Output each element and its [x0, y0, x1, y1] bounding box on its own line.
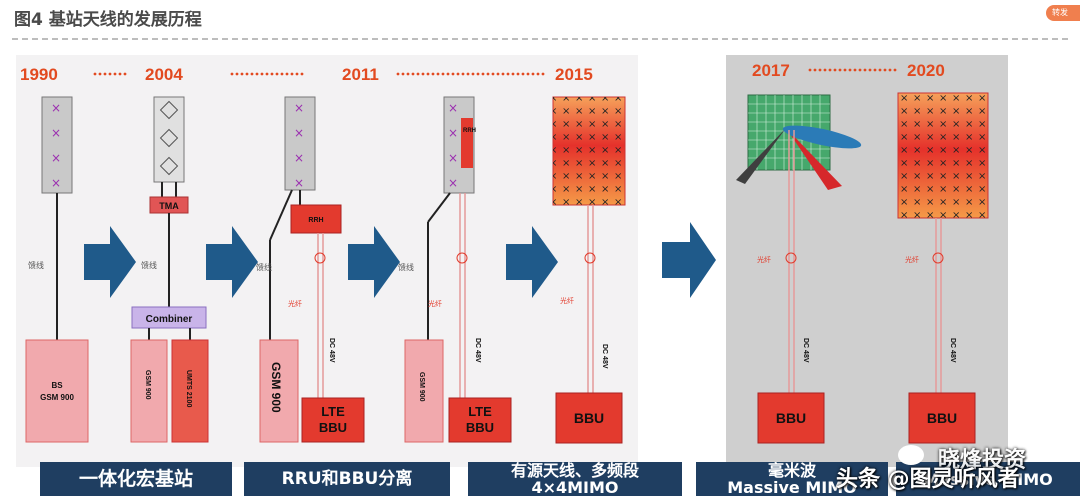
- year-1990: 1990: [20, 65, 58, 84]
- year-2004: 2004: [145, 65, 183, 84]
- lte-label-2: BBU: [319, 420, 347, 435]
- antenna-elements: × × × ×: [51, 101, 61, 190]
- banner-integrated-macro: 一体化宏基站: [40, 462, 232, 496]
- feeder-label-2004: 馈线: [141, 260, 157, 270]
- wechat-icon: [898, 445, 924, 465]
- svg-text:×: ×: [51, 176, 61, 190]
- lte-label-1: LTE: [321, 404, 345, 419]
- fiber-label-2020: 光纤: [905, 255, 919, 264]
- bs-box: [25, 339, 89, 443]
- svg-text:LTE: LTE: [468, 404, 492, 419]
- gsm900-box: [130, 339, 168, 443]
- bbu-label-2020: BBU: [927, 410, 957, 426]
- svg-text:×: ×: [448, 101, 458, 115]
- stage-2011: × × × × 馈线 RRH 光纤 DC 48V GSM 900 LTE BBU: [256, 96, 365, 443]
- antenna-1990: [41, 96, 73, 194]
- dual-pol-elements: [159, 100, 179, 176]
- arrow-icon: [206, 226, 258, 298]
- stage-2004: TMA 馈线 Combiner GSM 900 UMTS 2100: [130, 96, 209, 443]
- tma-label: TMA: [159, 201, 179, 211]
- year-dots: [93, 68, 897, 76]
- beam-3: [782, 125, 862, 149]
- svg-text:×: ×: [294, 126, 304, 140]
- fiber-label-2015: 光纤: [560, 296, 574, 305]
- stage-2015: 光纤 DC 48V BBU: [552, 96, 626, 444]
- svg-text:×: ×: [51, 151, 61, 165]
- umts2100-box: [171, 339, 209, 443]
- beam-1: [736, 128, 786, 184]
- year-2020: 2020: [907, 61, 945, 80]
- arrow-icon: [506, 226, 558, 298]
- bbu-box-2020: [908, 392, 976, 444]
- umts2100-label: UMTS 2100: [185, 370, 192, 407]
- watermark: 晓烽投资 头条 @图灵听风者: [806, 443, 1080, 498]
- stage-2020: 光纤 DC 48V BBU: [897, 92, 989, 444]
- svg-text:×: ×: [294, 176, 304, 190]
- banner-mmwave: 毫米波 Massive MIMO: [696, 462, 888, 496]
- dc-label-2011: DC 48V: [328, 338, 335, 363]
- dc-label-2011b: DC 48V: [474, 338, 481, 363]
- fiber-label-2011b: 光纤: [428, 299, 442, 308]
- combiner-label: Combiner: [146, 314, 193, 325]
- year-2011: 2011: [342, 65, 379, 84]
- fiber-label-2017: 光纤: [757, 255, 771, 264]
- gsm900-label-2011b: GSM 900: [418, 372, 425, 402]
- svg-text:×: ×: [448, 126, 458, 140]
- antenna-2004: [153, 96, 185, 183]
- banner-rru-bbu-split: RRU和BBU分离: [244, 462, 450, 496]
- divider: [12, 38, 1068, 40]
- watermark-brand: 晓烽投资: [938, 448, 1027, 473]
- svg-text:BBU: BBU: [466, 420, 494, 435]
- lte-bbu-box-2011b: [448, 397, 512, 443]
- gsm900-box-2011: [259, 339, 299, 443]
- bbu-box-2015: [555, 392, 623, 444]
- svg-text:×: ×: [294, 101, 304, 115]
- bs-label-1: BS: [51, 381, 63, 390]
- feeder-label-2011: 馈线: [256, 262, 272, 272]
- rrh-integrated: [461, 118, 473, 168]
- rrh-label: RRH: [308, 217, 323, 224]
- bbu-label-2015: BBU: [574, 410, 604, 426]
- lte-bbu-box-2011: [301, 397, 365, 443]
- banner-aas-mimo: 有源天线、多频段 4×4MIMO: [468, 462, 682, 496]
- stage-2011-aas: × × × × RRH 馈线 光纤 DC 48V GSM 900 LTE BBU: [398, 96, 512, 443]
- combiner-box: [131, 306, 207, 329]
- year-2015: 2015: [555, 65, 593, 84]
- feeder-label-2011b: 馈线: [398, 262, 414, 272]
- watermark-author: 头条 @图灵听风者: [836, 467, 1020, 492]
- svg-text:×: ×: [51, 126, 61, 140]
- rrh-small-label: RRH: [463, 128, 476, 134]
- gsm900-label: GSM 900: [144, 370, 151, 400]
- rrh-box: [290, 204, 342, 234]
- svg-text:×: ×: [448, 151, 458, 165]
- svg-text:×: ×: [448, 176, 458, 190]
- page-title: 图4 基站天线的发展历程: [14, 10, 202, 30]
- fiber-label-2011: 光纤: [288, 299, 302, 308]
- arrow-icon: [348, 226, 400, 298]
- bbu-label-2017: BBU: [776, 410, 806, 426]
- dc-label-2017: DC 48V: [802, 338, 809, 363]
- gsm900-label-2011: GSM 900: [269, 362, 283, 413]
- feeder-label: 馈线: [28, 260, 44, 270]
- dc-label-2020: DC 48V: [949, 338, 956, 363]
- beam-2: [786, 128, 842, 190]
- transition-arrows: [84, 222, 716, 298]
- arrow-icon: [84, 226, 136, 298]
- bs-label-2: GSM 900: [40, 393, 74, 402]
- svg-text:×: ×: [294, 151, 304, 165]
- year-2017: 2017: [752, 61, 790, 80]
- gsm900-box-2011b: [404, 339, 444, 443]
- bbu-box-2017: [757, 392, 825, 444]
- stage-2017: 光纤 DC 48V BBU: [736, 94, 862, 444]
- arrow-icon: [662, 222, 716, 298]
- header: 图4 基站天线的发展历程 转发: [0, 0, 1080, 36]
- share-badge[interactable]: 转发: [1046, 5, 1080, 21]
- dc-label-2015: DC 48V: [601, 344, 608, 369]
- antenna-2011: [284, 96, 316, 191]
- banner-massive-mimo: Massive MIMO: [896, 462, 1080, 496]
- stage-1990: × × × × 馈线 BS GSM 900: [25, 96, 89, 443]
- svg-text:×: ×: [51, 101, 61, 115]
